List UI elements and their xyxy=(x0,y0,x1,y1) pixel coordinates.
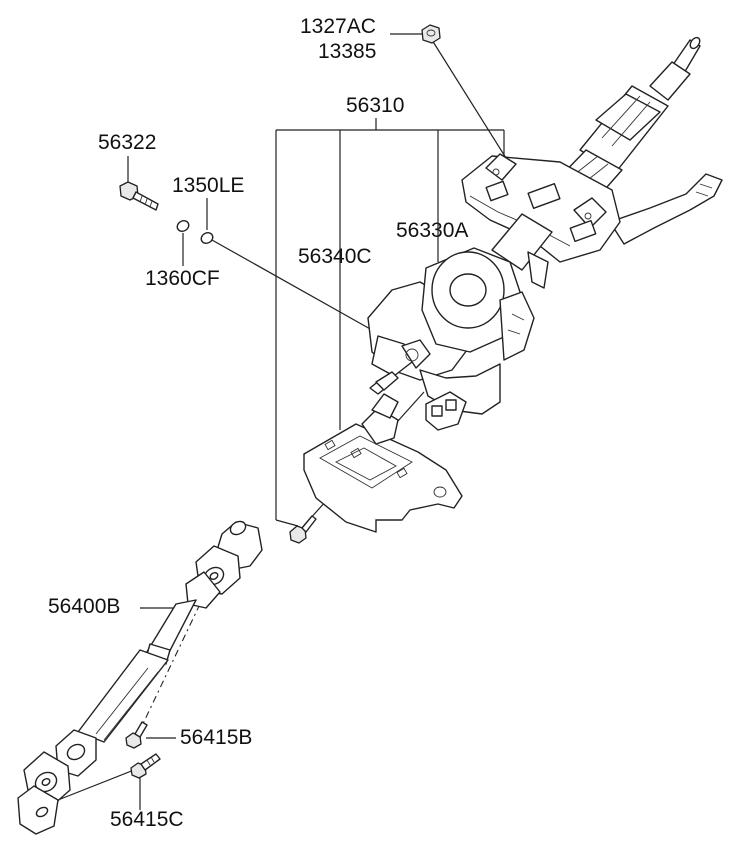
part-label-1360cf: 1360CF xyxy=(145,267,220,290)
flange-nut xyxy=(421,24,441,44)
joint-bolt-56415c xyxy=(130,753,161,779)
part-label-1327ac: 1327AC xyxy=(300,15,376,38)
steering-column-assembly xyxy=(303,36,723,533)
joint-bolt-56415b xyxy=(125,721,148,749)
part-label-56330a: 56330A xyxy=(396,219,468,242)
part-label-56415c: 56415C xyxy=(110,808,184,831)
washer-1360cf xyxy=(176,220,190,232)
part-label-56310: 56310 xyxy=(346,94,404,117)
part-label-56322: 56322 xyxy=(98,131,156,154)
part-label-13385: 13385 xyxy=(318,40,376,63)
part-label-56415b: 56415B xyxy=(180,726,252,749)
part-label-56400b: 56400B xyxy=(48,595,120,618)
part-label-1350le: 1350LE xyxy=(172,174,244,197)
bracket-bolt xyxy=(289,515,317,544)
intermediate-shaft-56400b xyxy=(17,520,263,835)
washer-1350le xyxy=(200,232,214,244)
mounting-bolt-56322 xyxy=(119,181,159,211)
part-label-56340c: 56340C xyxy=(298,245,372,268)
